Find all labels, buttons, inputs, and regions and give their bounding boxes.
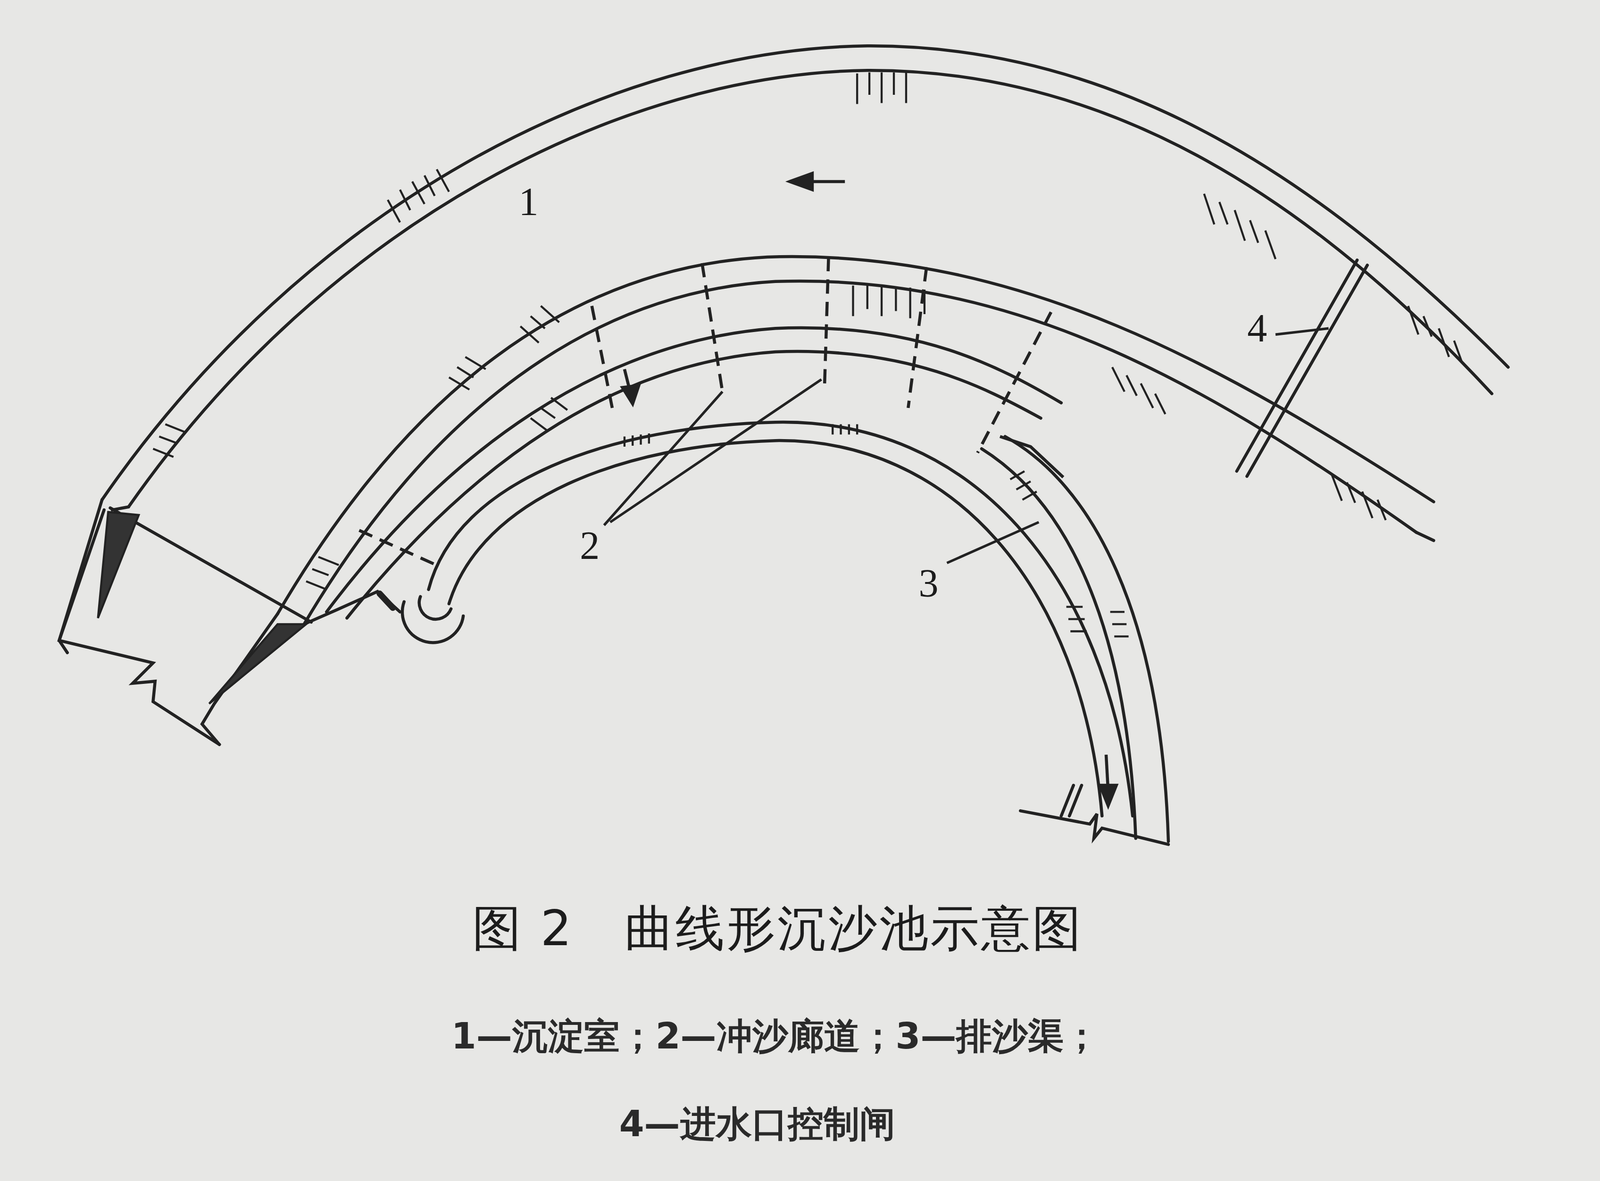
callout-number: 4 — [1247, 306, 1267, 350]
callout-number: 1 — [518, 180, 539, 224]
figure-caption: 图 2 曲线形沉沙池示意图 — [472, 901, 1084, 956]
callout-number: 2 — [579, 524, 600, 568]
callout-number: 3 — [918, 561, 939, 606]
key-line: 4—进水口控制闸 — [619, 1104, 896, 1144]
key-line: 1—沉淀室；2—冲沙廊道；3—排沙渠； — [451, 1016, 1100, 1057]
